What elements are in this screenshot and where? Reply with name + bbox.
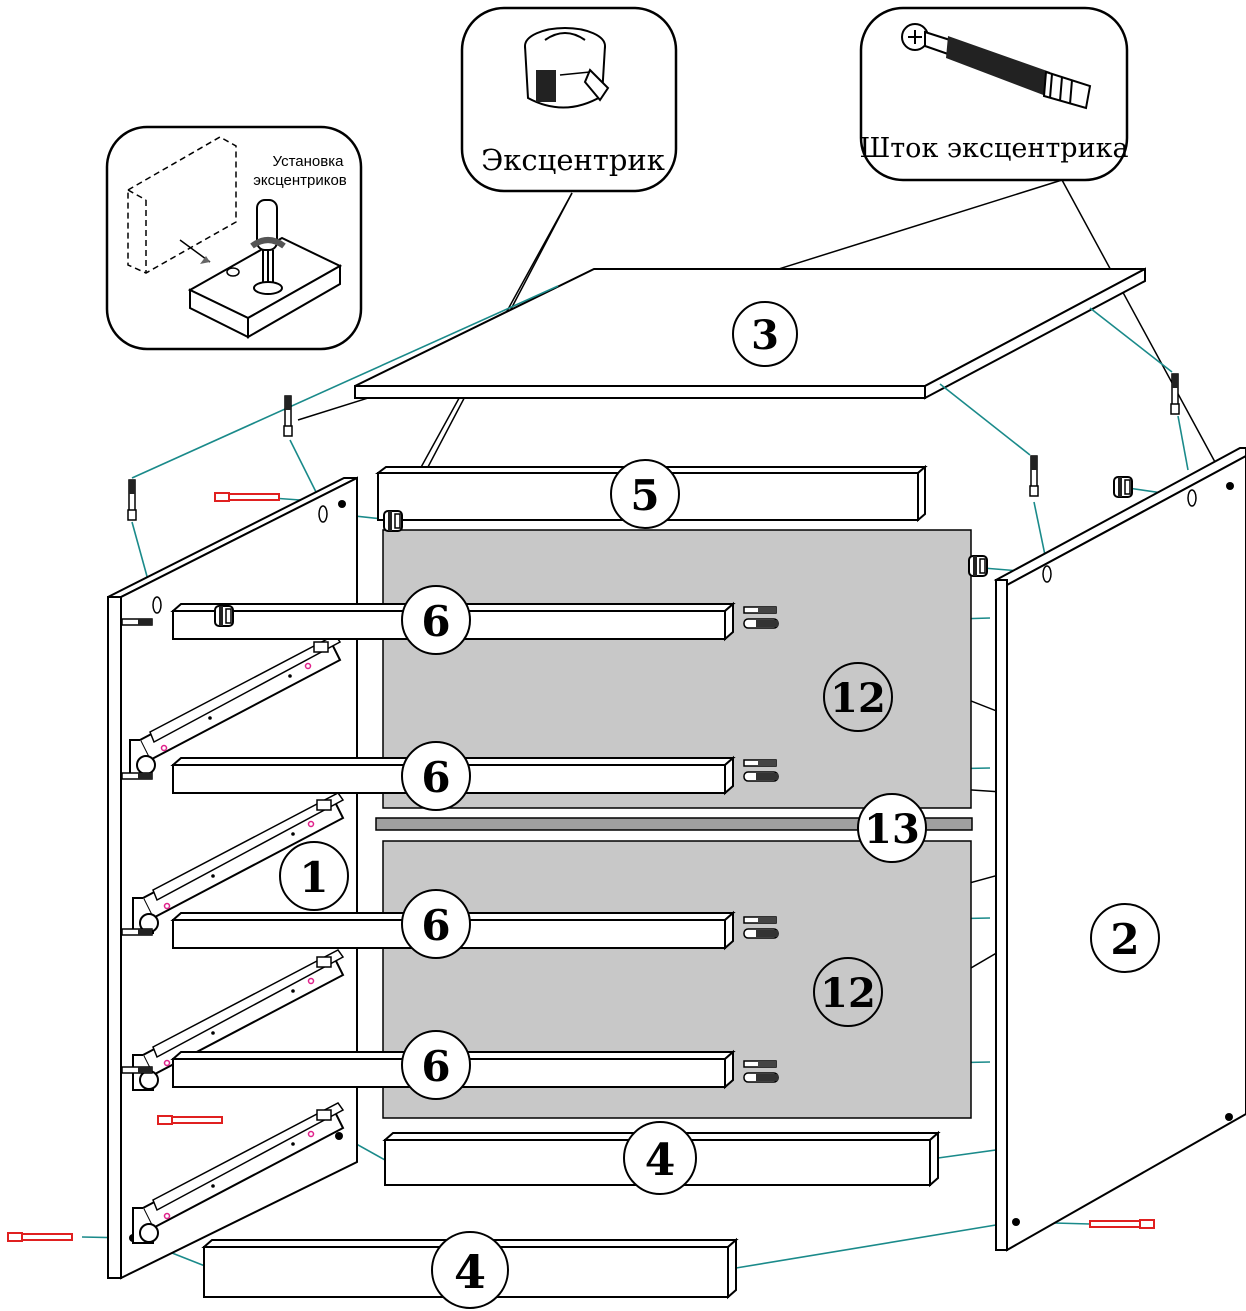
part-label-6d: 6	[401, 1030, 471, 1100]
svg-text:6: 6	[421, 597, 450, 646]
part-label-4-front: 4	[431, 1231, 509, 1309]
part-label-12-upper: 12	[823, 662, 893, 732]
svg-text:6: 6	[421, 1042, 450, 1091]
right-side-panel	[993, 447, 1246, 1252]
divider-board	[375, 817, 973, 831]
svg-text:12: 12	[820, 970, 876, 1017]
svg-text:4: 4	[454, 1245, 486, 1299]
install-callout: Установка эксцентриков	[105, 125, 363, 351]
part-label-13: 13	[857, 793, 927, 863]
svg-text:4: 4	[645, 1135, 676, 1186]
install-callout-line2: эксцентриков	[253, 172, 347, 189]
part-labels: 3 5 6 6 6 6 12 13	[279, 301, 1160, 1309]
part-label-2: 2	[1090, 903, 1160, 973]
svg-text:12: 12	[830, 675, 886, 722]
holes	[152, 489, 1197, 614]
install-callout-line1: Установка	[273, 153, 345, 170]
svg-text:6: 6	[421, 901, 450, 950]
part-label-4-back: 4	[623, 1121, 697, 1195]
eccentric-rod-callout: Шток эксцентрика	[859, 6, 1129, 182]
svg-text:1: 1	[299, 853, 328, 902]
part-label-6a: 6	[401, 585, 471, 655]
part-label-6b: 6	[401, 741, 471, 811]
eccentric-callout: Эксцентрик	[460, 6, 678, 193]
part-label-6c: 6	[401, 889, 471, 959]
eccentric-rod-callout-label: Шток эксцентрика	[859, 133, 1128, 164]
eccentric-icon	[524, 27, 610, 109]
part-label-5: 5	[610, 459, 680, 529]
svg-text:3: 3	[751, 312, 779, 359]
svg-text:5: 5	[630, 471, 659, 520]
part-label-12-lower: 12	[813, 957, 883, 1027]
svg-text:13: 13	[864, 806, 920, 853]
svg-text:2: 2	[1110, 915, 1139, 964]
eccentric-rod-icon	[901, 23, 1092, 110]
eccentric-callout-label: Эксцентрик	[481, 143, 665, 177]
svg-text:6: 6	[421, 753, 450, 802]
part-label-3: 3	[732, 301, 798, 367]
part-label-1: 1	[279, 841, 349, 911]
